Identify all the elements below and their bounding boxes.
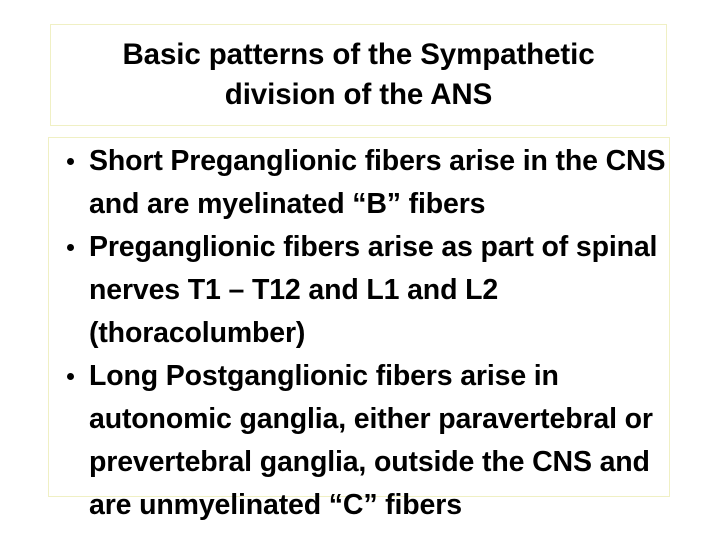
page-title-line-1: Basic patterns of the Sympathetic bbox=[122, 38, 595, 71]
list-item-text: Long Postganglionic fibers arise in auto… bbox=[89, 360, 653, 521]
page-title-line-2: division of the ANS bbox=[224, 78, 493, 111]
body-placeholder[interactable]: Short Preganglionic fibers arise in the … bbox=[48, 137, 670, 521]
list-item-text: Short Preganglionic fibers arise in the … bbox=[89, 145, 666, 220]
list-item[interactable]: Preganglionic fibers arise as part of sp… bbox=[49, 226, 671, 355]
title-placeholder[interactable]: Basic patterns of the Sympathetic divisi… bbox=[50, 24, 667, 126]
bullet-list: Short Preganglionic fibers arise in the … bbox=[49, 140, 671, 527]
bullet-dot-icon bbox=[67, 373, 74, 380]
list-item-text: Preganglionic fibers arise as part of sp… bbox=[89, 231, 658, 349]
list-item[interactable]: Long Postganglionic fibers arise in auto… bbox=[49, 355, 671, 527]
bullet-dot-icon bbox=[67, 244, 74, 251]
bullet-dot-icon bbox=[67, 158, 74, 165]
list-item[interactable]: Short Preganglionic fibers arise in the … bbox=[49, 140, 671, 226]
